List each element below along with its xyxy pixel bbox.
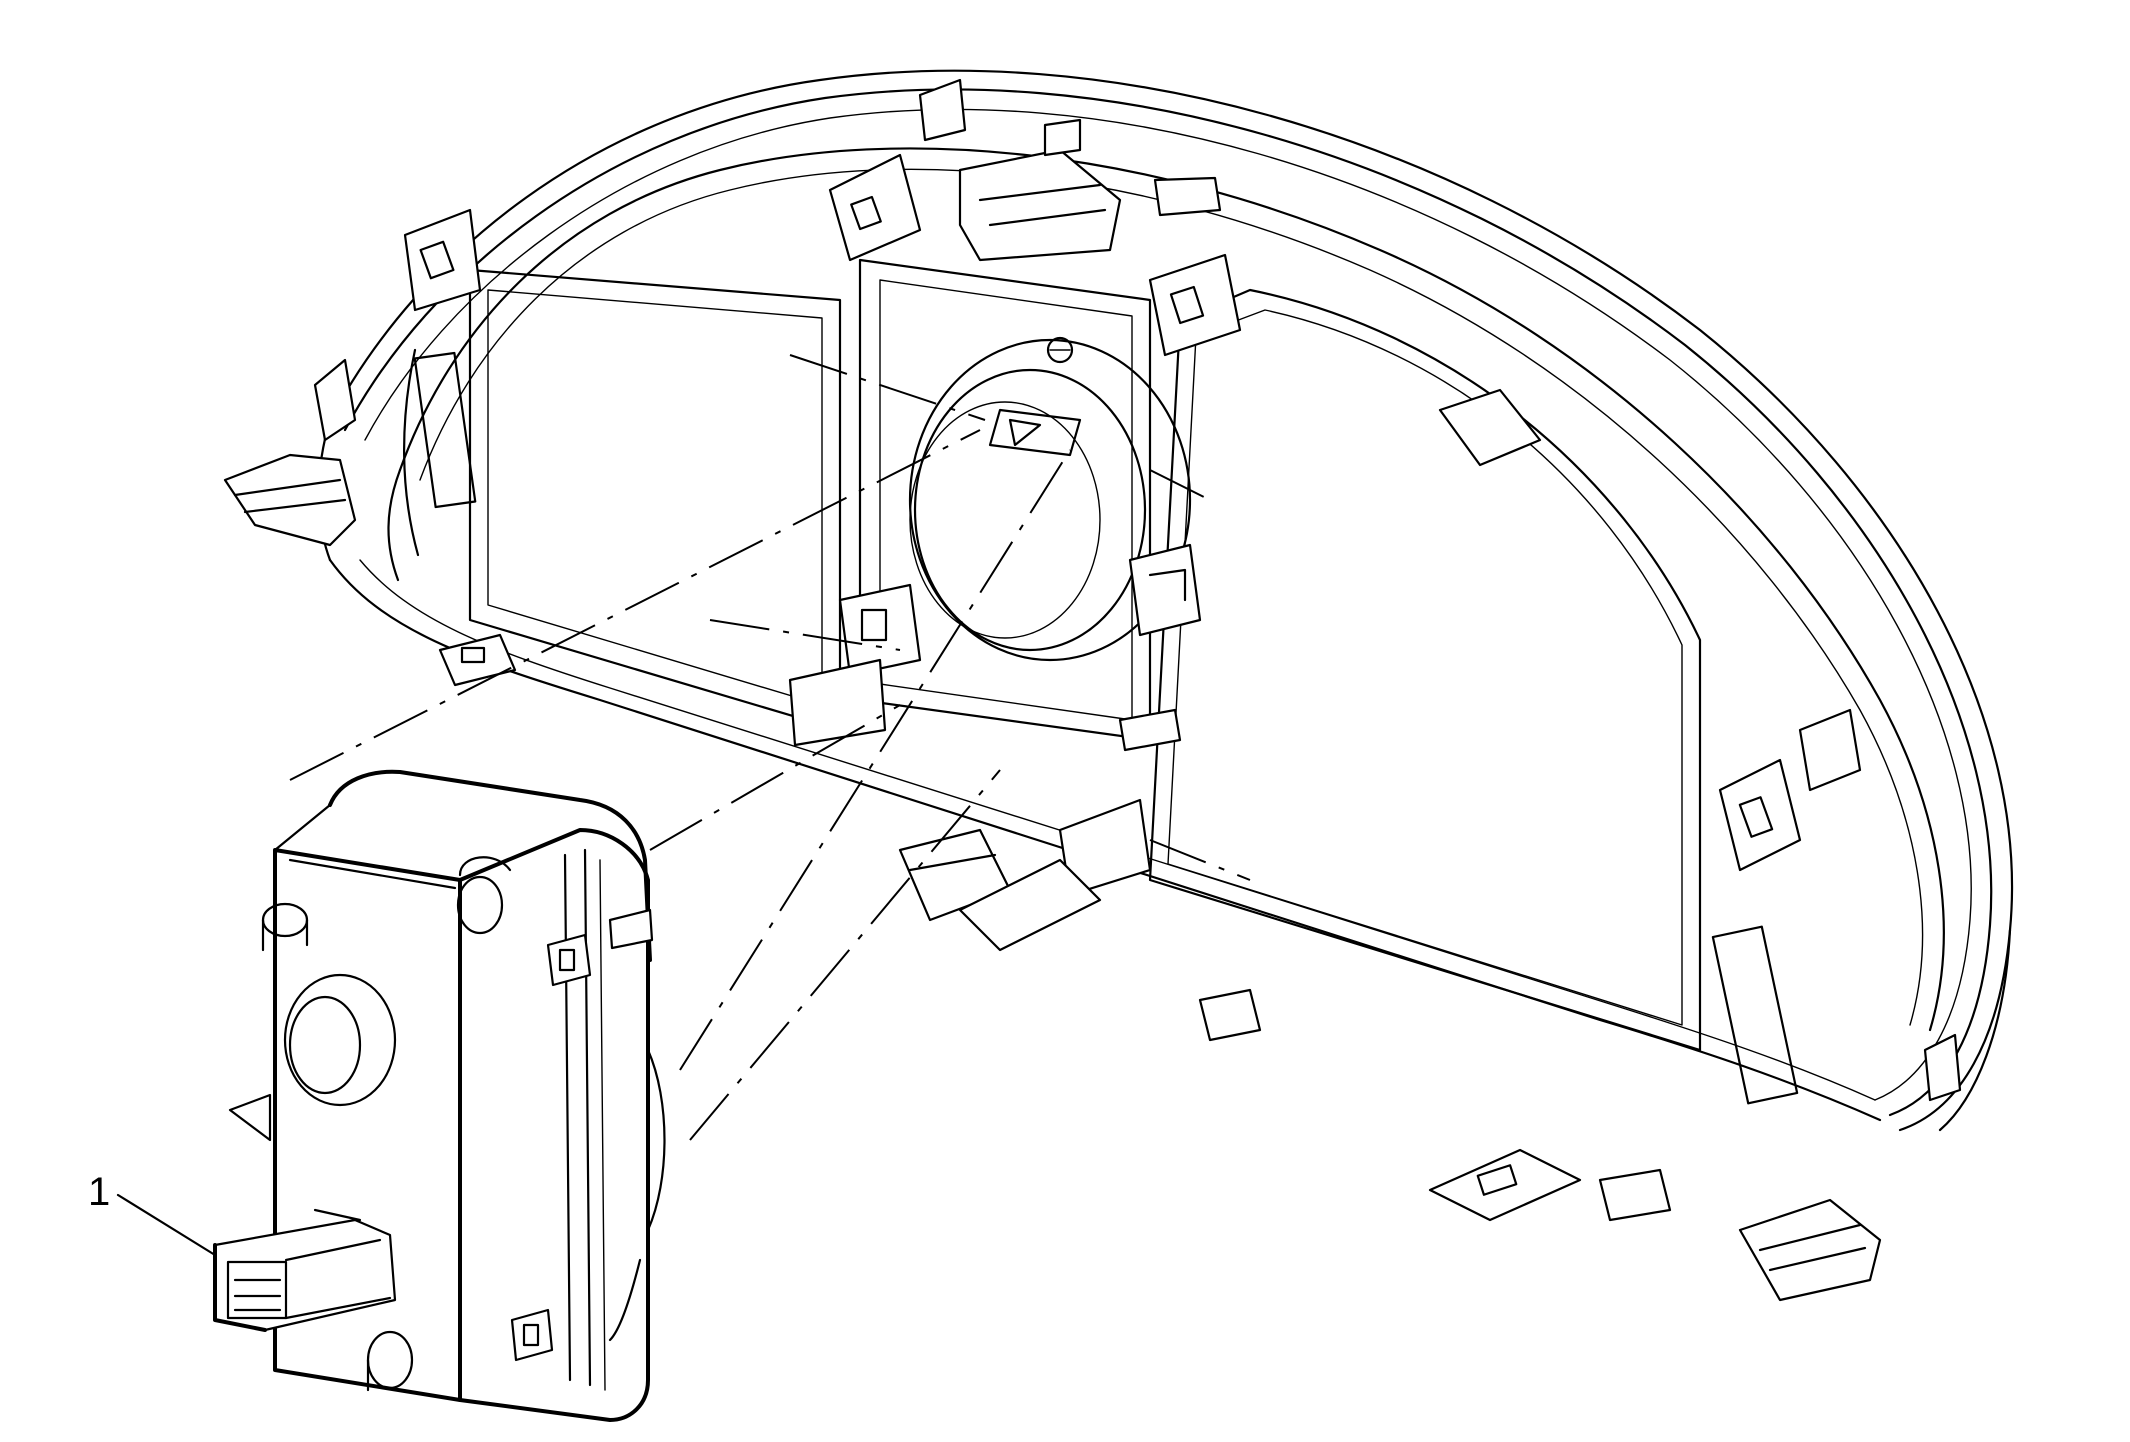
right-gauge-window [1148,288,1799,1105]
right-clips [1198,708,1962,1302]
top-clips [828,78,1542,467]
gauge-module [213,769,666,1422]
callout-1-label: 1 [88,1170,110,1214]
alignment-lines [289,354,1251,1141]
center-lower-clips [788,543,1202,952]
center-gauge-mount [858,258,1192,742]
left-clips [223,208,517,687]
callout-1: 1 [88,1170,217,1257]
